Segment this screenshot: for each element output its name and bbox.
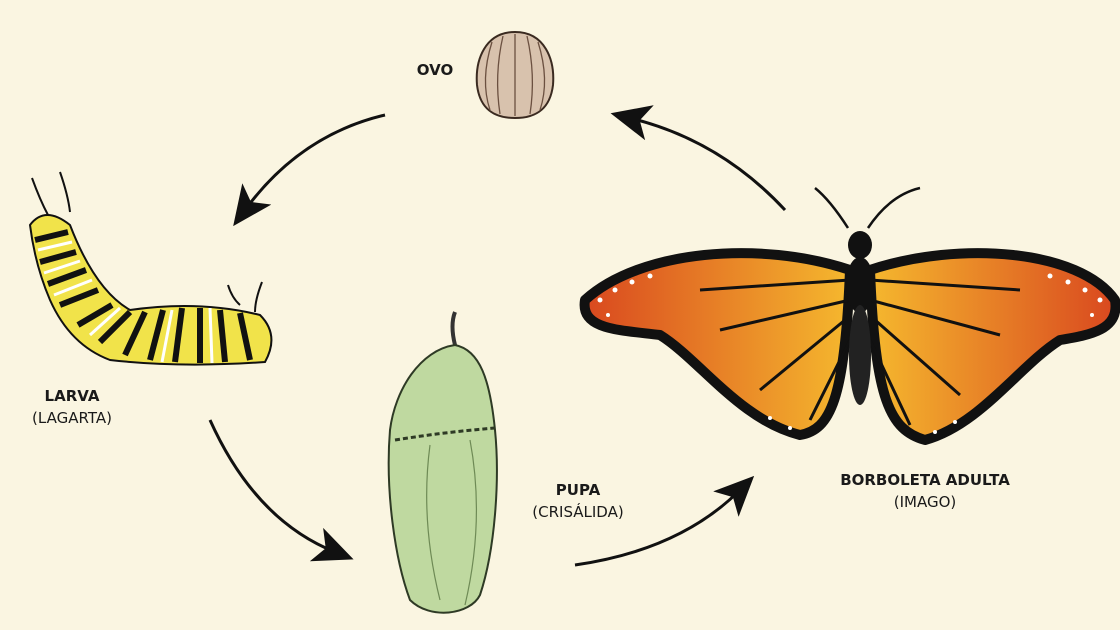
larva-label-name: LARVA — [44, 387, 100, 405]
pupa-label-alt: (CRISÁLIDA) — [532, 503, 624, 521]
pupa-illustration — [387, 311, 498, 614]
adult-label-alt: (IMAGO) — [893, 493, 957, 511]
adult-label-name: BORBOLETA ADULTA — [840, 471, 1010, 489]
pupa-label-name: PUPA — [555, 481, 601, 499]
adult-label: BORBOLETA ADULTA (IMAGO) — [840, 469, 1010, 513]
larva-label-alt: (LAGARTA) — [32, 409, 112, 427]
egg-label: OVO — [417, 59, 453, 81]
arrow-egg-to-larva — [233, 113, 386, 227]
egg-label-name: OVO — [416, 61, 454, 79]
arrow-adult-to-egg — [610, 105, 787, 212]
pupa-label: PUPA (CRISÁLIDA) — [532, 479, 623, 523]
arrow-larva-to-pupa — [208, 419, 354, 562]
adult-butterfly-illustration — [579, 186, 1120, 445]
larva-illustration — [28, 171, 273, 366]
larva-label: LARVA (LAGARTA) — [32, 385, 112, 429]
egg-illustration — [475, 30, 555, 120]
arrow-pupa-to-adult — [574, 475, 755, 567]
